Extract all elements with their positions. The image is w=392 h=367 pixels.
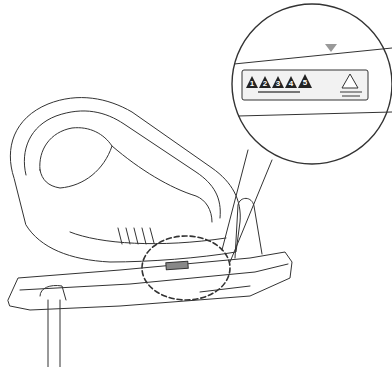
surface-edge: [234, 48, 392, 64]
car-seat: [8, 98, 292, 367]
callout-number: 5: [299, 78, 311, 87]
indicator-arrow: [325, 44, 337, 52]
base-slot: [200, 286, 250, 292]
warning-triangle: [342, 74, 358, 88]
seat-back-line: [112, 146, 212, 222]
callout-number: 4: [285, 79, 297, 88]
label-plate: [242, 70, 368, 100]
head-rest: [40, 128, 112, 188]
leader-line: [222, 150, 248, 250]
surface-edge: [238, 112, 392, 116]
seat-shell: [10, 98, 240, 262]
shell-inner: [24, 111, 220, 218]
vent-slits: [118, 228, 154, 244]
highlight-circle: [142, 236, 230, 300]
load-leg: [48, 300, 60, 367]
detail-circle: [232, 4, 392, 164]
leader-line: [230, 160, 272, 262]
position-triangles: [246, 74, 312, 88]
level-indicator: [166, 261, 188, 270]
fine-print: [340, 92, 362, 96]
callout-number: 2: [259, 79, 271, 88]
callout-number: 3: [272, 79, 284, 88]
callout-number: 1: [246, 79, 258, 88]
detail-view: [232, 4, 392, 164]
fine-print: [258, 91, 300, 93]
